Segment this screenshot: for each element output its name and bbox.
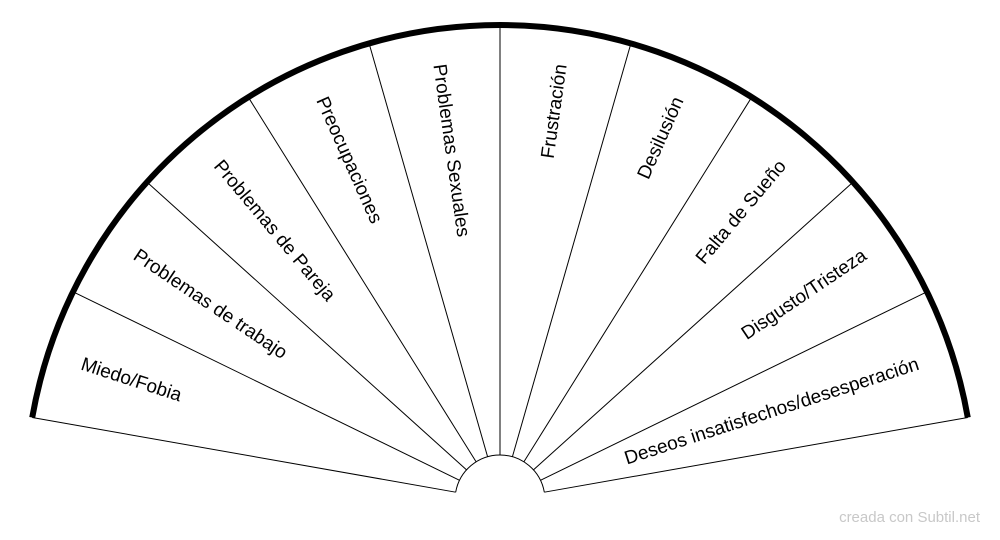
sector-divider-line	[523, 96, 753, 463]
sector-divider-line	[247, 96, 477, 463]
sector-divider-line	[511, 43, 632, 457]
sector-divider-line	[32, 417, 456, 493]
sector-divider-line	[72, 291, 460, 481]
sector-divider-line	[533, 181, 854, 471]
sector-divider-line	[368, 43, 489, 457]
sector-divider-line	[146, 181, 467, 471]
sector-divider-line	[540, 291, 928, 481]
watermark-text: creada con Subtil.net	[839, 509, 980, 526]
outer-arc	[29, 21, 971, 419]
sector-divider-line	[544, 417, 968, 493]
inner-arc	[455, 454, 545, 493]
